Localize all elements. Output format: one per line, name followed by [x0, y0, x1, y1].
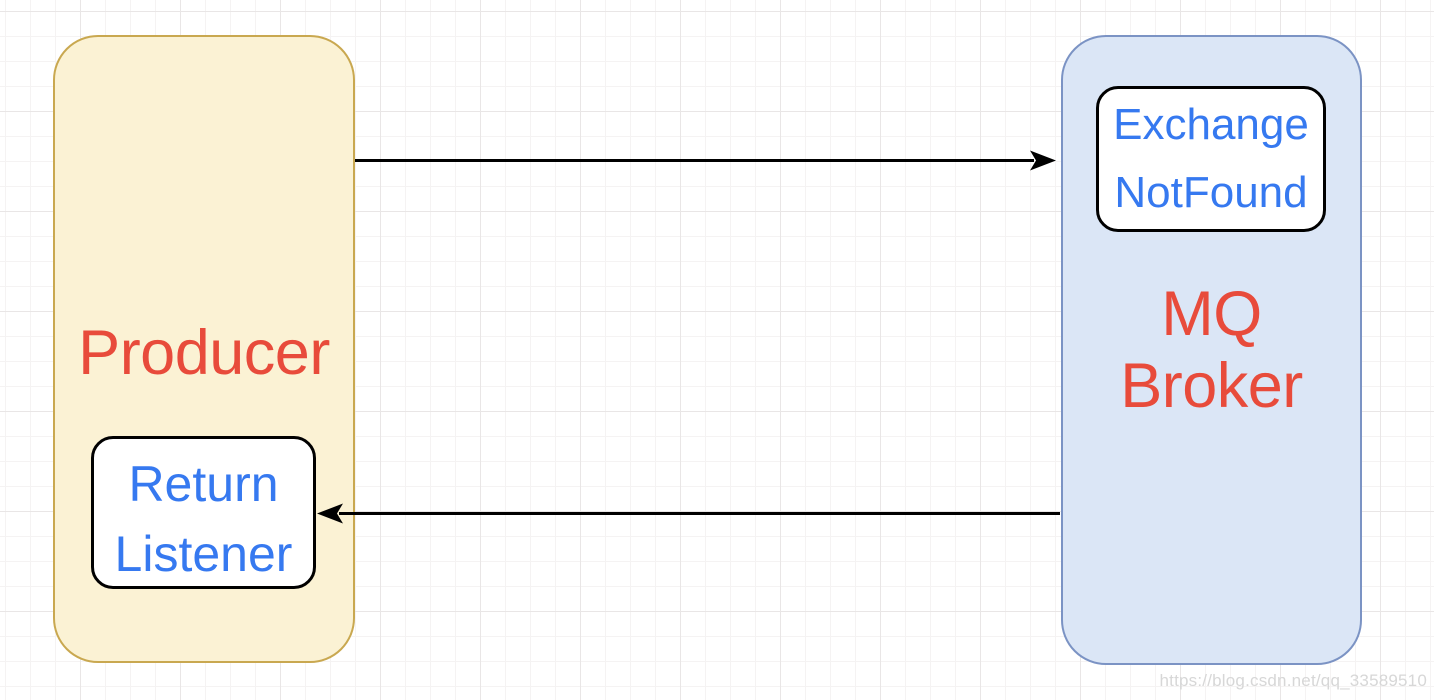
return-listener-node: Return Listener [91, 436, 316, 589]
mq-broker-label-line1: MQ [1161, 279, 1262, 349]
watermark: https://blog.csdn.net/qq_33589510 [1159, 671, 1427, 690]
mq-broker-node: Exchange NotFound MQ Broker [1061, 35, 1362, 665]
exchange-notfound-node: Exchange NotFound [1096, 86, 1326, 232]
exchange-notfound-label-line2: NotFound [1114, 168, 1308, 217]
mq-broker-label-line2: Broker [1120, 351, 1303, 421]
arrow-producer-to-broker [355, 150, 1056, 171]
return-listener-label-line1: Return [128, 455, 279, 512]
exchange-notfound-label-line1: Exchange [1113, 100, 1309, 149]
producer-label: Producer [78, 318, 330, 388]
return-listener-label-line2: Listener [114, 525, 293, 582]
mq-broker-label: MQ Broker [1063, 278, 1360, 422]
producer-node: Producer Return Listener [53, 35, 355, 663]
arrowhead-right-icon [1030, 150, 1056, 171]
arrow-broker-to-return-listener [317, 503, 1060, 524]
